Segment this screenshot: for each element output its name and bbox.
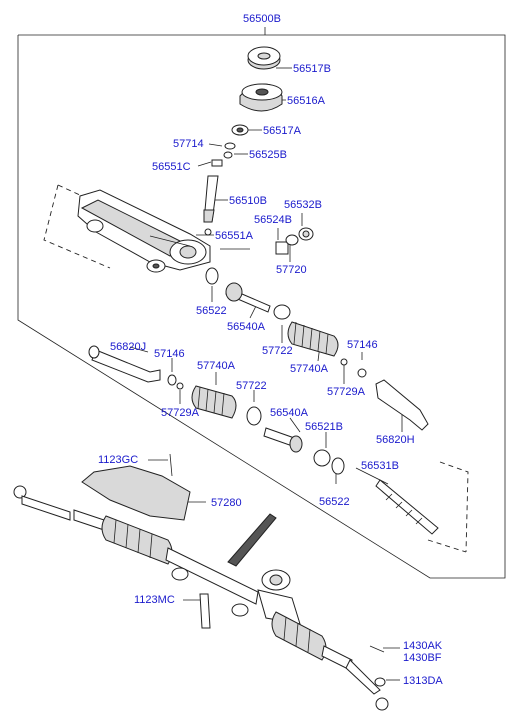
label-56820h[interactable]: 56820H — [376, 434, 415, 446]
label-56540a-mid[interactable]: 56540A — [270, 407, 308, 419]
assembly-boundary — [17, 27, 506, 579]
label-57146-right[interactable]: 57146 — [347, 339, 378, 351]
label-57729a-right[interactable]: 57729A — [327, 386, 365, 398]
label-57714[interactable]: 57714 — [173, 138, 204, 150]
gear-housing — [77, 189, 314, 273]
label-57720[interactable]: 57720 — [276, 264, 307, 276]
label-56820j[interactable]: 56820J — [110, 341, 147, 353]
label-56531b[interactable]: 56531B — [361, 460, 399, 472]
label-56522-top[interactable]: 56522 — [196, 305, 227, 317]
label-56551c[interactable]: 56551C — [152, 161, 191, 173]
label-57740a-left[interactable]: 57740A — [197, 360, 235, 372]
label-56517b[interactable]: 56517B — [293, 63, 331, 75]
leader-lines — [129, 67, 403, 681]
label-assembly-56500b[interactable]: 56500B — [243, 13, 281, 25]
label-56522-mid[interactable]: 56522 — [319, 496, 350, 508]
label-1430ak[interactable]: 1430AK — [403, 640, 443, 652]
complete-assembly — [13, 235, 389, 711]
label-57729a-left[interactable]: 57729A — [161, 407, 199, 419]
rack-inner-parts — [88, 267, 439, 535]
label-56524b[interactable]: 56524B — [254, 214, 292, 226]
label-56517a[interactable]: 56517A — [263, 125, 301, 137]
label-56510b[interactable]: 56510B — [229, 195, 267, 207]
label-57146-left[interactable]: 57146 — [154, 348, 185, 360]
label-57740a-right[interactable]: 57740A — [290, 363, 328, 375]
label-56540a-top[interactable]: 56540A — [227, 321, 265, 333]
label-56551a[interactable]: 56551A — [215, 230, 253, 242]
label-1430bf[interactable]: 1430BF — [403, 652, 442, 664]
label-1313da[interactable]: 1313DA — [403, 675, 443, 687]
pinion-stack-parts — [203, 46, 283, 236]
label-57722-top[interactable]: 57722 — [262, 345, 293, 357]
label-56521b[interactable]: 56521B — [305, 421, 343, 433]
label-56525b[interactable]: 56525B — [249, 149, 287, 161]
label-57280[interactable]: 57280 — [211, 497, 242, 509]
label-56516a[interactable]: 56516A — [287, 95, 325, 107]
label-56532b[interactable]: 56532B — [284, 199, 322, 211]
label-1123gc[interactable]: 1123GC — [98, 454, 139, 466]
label-57722-mid[interactable]: 57722 — [236, 380, 267, 392]
label-1123mc[interactable]: 1123MC — [134, 594, 175, 606]
